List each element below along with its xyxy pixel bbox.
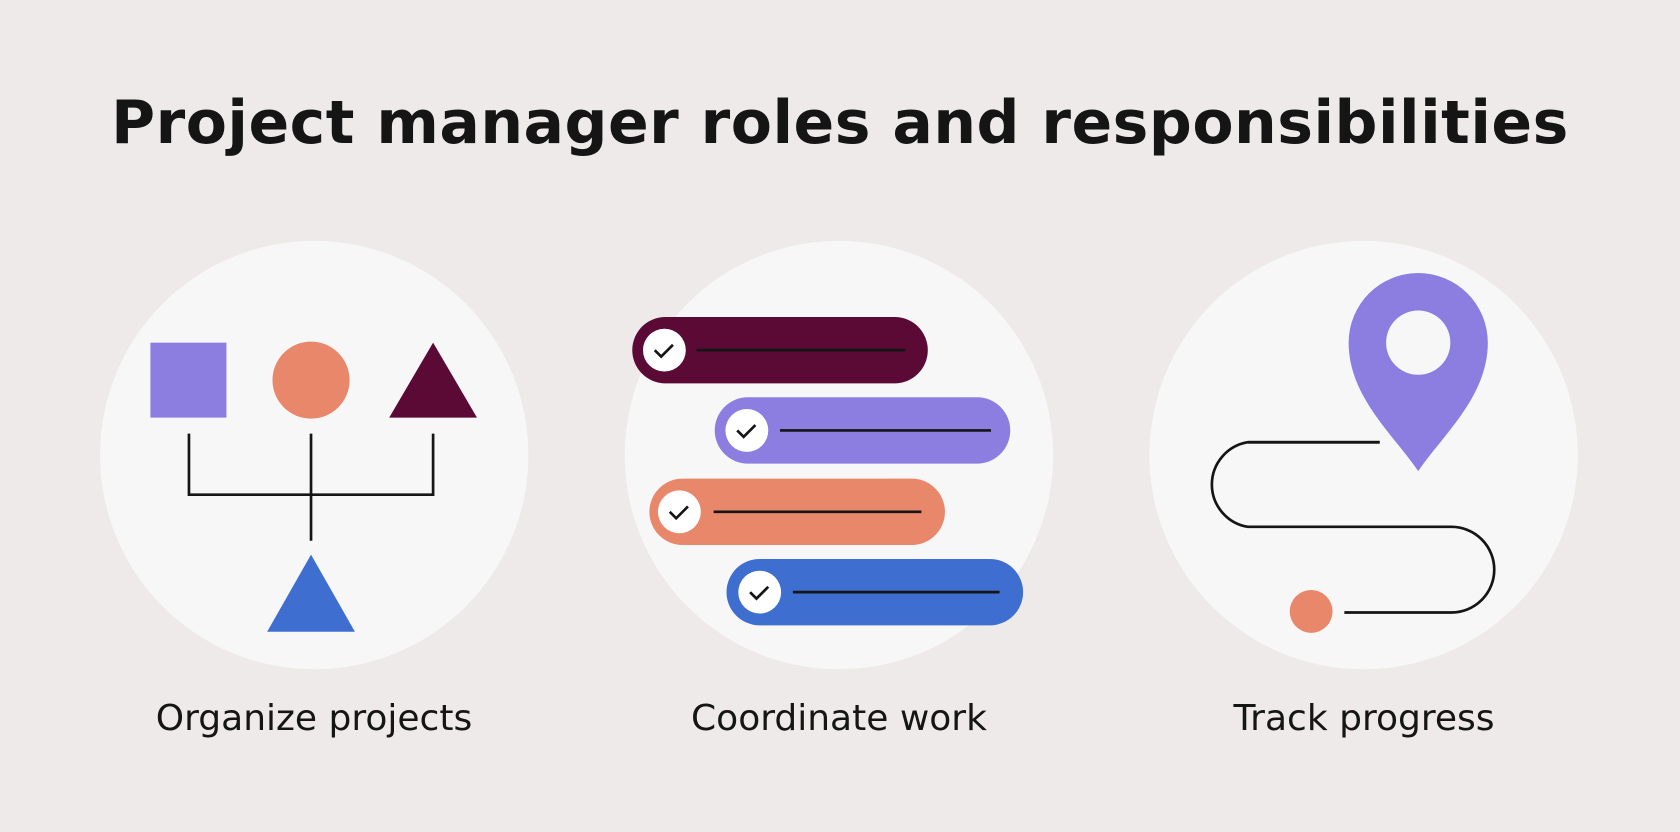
check-circle-icon — [725, 409, 769, 452]
task-bar-purple — [714, 397, 1011, 464]
page-title: Project manager roles and responsibiliti… — [111, 88, 1569, 158]
task-bar-blue — [726, 558, 1024, 626]
task-bar-orange — [649, 478, 945, 546]
blue-triangle-shape — [267, 554, 355, 632]
checklist-bars-icon — [632, 316, 1024, 626]
label-track-progress: Track progress — [1233, 698, 1495, 739]
check-circle-icon — [657, 490, 701, 534]
check-circle-icon — [738, 570, 782, 614]
hierarchy-shapes-icon — [150, 341, 478, 632]
connector-lines — [187, 433, 435, 541]
label-coordinate-work: Coordinate work — [691, 698, 987, 739]
square-shape — [150, 342, 227, 418]
map-pin-route-icon — [1210, 273, 1496, 633]
start-dot — [1289, 590, 1333, 633]
label-organize-projects: Organize projects — [155, 698, 473, 739]
route-path — [1210, 440, 1496, 614]
task-bar-maroon — [632, 316, 928, 384]
triangle-shape — [389, 342, 478, 418]
circle-shape — [272, 341, 350, 419]
check-circle-icon — [642, 328, 686, 372]
